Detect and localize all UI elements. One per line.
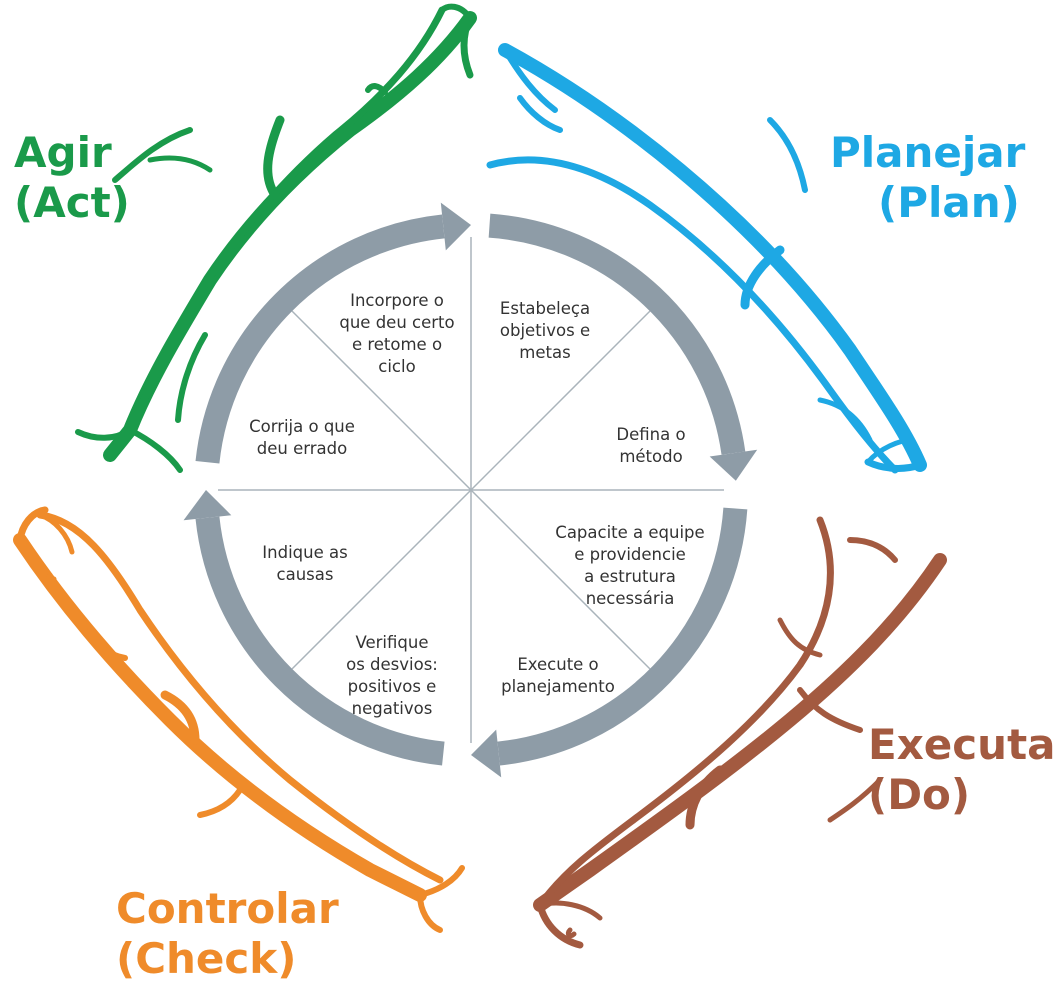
step-act-correct: Corrija o que deu errado <box>249 417 355 458</box>
cycle-arrows <box>183 202 758 778</box>
phase-plan-line2: (Plan) <box>878 178 1020 227</box>
phase-check-line1: Controlar <box>116 884 339 933</box>
cycle-arc <box>195 516 445 766</box>
phase-title-do: Executar (Do) <box>868 720 1056 820</box>
cycle-arrowhead <box>183 490 232 521</box>
cycle-arc <box>488 213 746 455</box>
step-plan-method: Defina o método <box>616 425 686 466</box>
sector-divider-line <box>291 489 472 670</box>
phase-act-line1: Agir <box>14 128 112 177</box>
step-act-incorporate: Incorpore o que deu certo e retome o cic… <box>339 291 455 376</box>
sector-dividers <box>218 237 724 743</box>
phase-do-line1: Executar <box>868 720 1056 769</box>
step-plan-objectives: Estabeleça objetivos e metas <box>499 299 591 362</box>
act-fish-icon <box>75 3 477 473</box>
phase-title-plan: Planejar (Plan) <box>830 128 1025 228</box>
phase-do-line2: (Do) <box>868 770 971 819</box>
phase-act-line2: (Act) <box>14 178 130 227</box>
cycle-arrowhead <box>440 202 471 251</box>
do-fish-icon <box>533 516 947 949</box>
step-do-execute: Execute o planejamento <box>501 655 615 696</box>
step-check-verify: Verifique os desvios: positivos e negati… <box>346 633 438 718</box>
cycle-arrowhead <box>709 449 758 481</box>
phase-check-line2: (Check) <box>116 934 297 983</box>
cycle-arc <box>195 214 445 464</box>
sector-divider-line <box>470 489 651 670</box>
plan-fish-icon <box>486 43 927 474</box>
step-do-train: Capacite a equipe e providencie a estrut… <box>555 523 705 608</box>
check-fish-icon <box>13 506 465 933</box>
cycle-arc <box>497 507 748 766</box>
phase-title-act: Agir (Act) <box>14 128 130 228</box>
sector-divider-line <box>470 310 651 491</box>
cycle-arrowhead <box>471 729 502 778</box>
phase-title-check: Controlar (Check) <box>116 884 339 984</box>
sector-divider-line <box>291 310 472 491</box>
step-check-causes: Indique as causas <box>262 543 348 584</box>
phase-plan-line1: Planejar <box>830 128 1026 177</box>
